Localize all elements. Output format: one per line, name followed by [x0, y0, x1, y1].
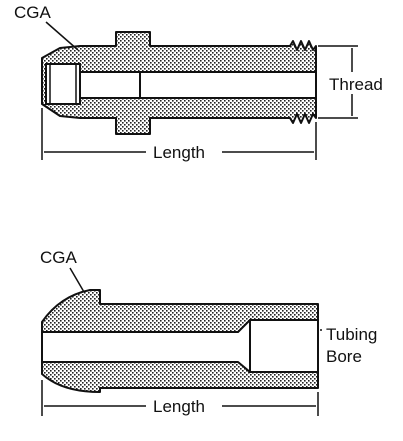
- bottom-tubing-label: Tubing: [326, 325, 377, 344]
- bottom-fitting: [41, 289, 319, 393]
- top-fitting: [41, 31, 317, 135]
- top-length-label: Length: [153, 143, 205, 162]
- top-thread-dimension: [318, 45, 358, 119]
- bottom-bore-label: Bore: [326, 347, 362, 366]
- top-thread-label: Thread: [329, 75, 383, 94]
- bottom-length-label: Length: [153, 397, 205, 416]
- top-fitting-through-bore: [79, 71, 317, 99]
- top-fitting-cga-bore: [45, 63, 81, 105]
- top-cga-label: CGA: [14, 3, 52, 22]
- bottom-cga-label: CGA: [40, 248, 78, 267]
- bottom-cga-leader: [69, 267, 85, 293]
- top-length-dimension: [41, 108, 317, 160]
- top-cga-leader: [45, 21, 79, 51]
- bottom-length-dimension: [41, 380, 319, 416]
